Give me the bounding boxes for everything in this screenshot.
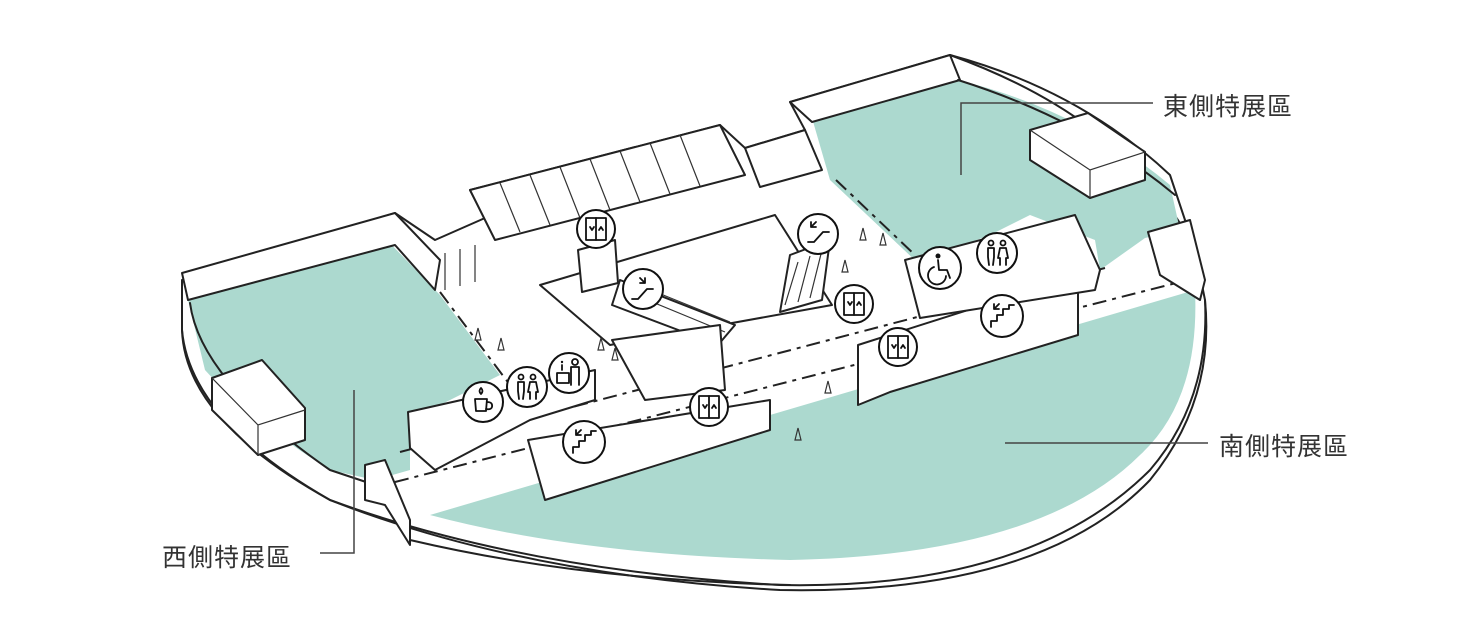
south-zone-label: 南側特展區 bbox=[1219, 432, 1350, 461]
escalator-down-icon[interactable] bbox=[797, 213, 839, 255]
east-service-box bbox=[1029, 112, 1146, 199]
west-zone-leader-line bbox=[320, 390, 355, 554]
west-service-box bbox=[211, 359, 306, 456]
elevator-icon[interactable] bbox=[689, 387, 729, 427]
east-zone-label: 東側特展區 bbox=[1163, 92, 1294, 121]
east-zone-leader-line bbox=[960, 102, 1153, 175]
south-west-room bbox=[407, 369, 596, 471]
east-pillar-block bbox=[1147, 219, 1206, 301]
west-pillar-block bbox=[364, 459, 411, 546]
west-zone-label: 西側特展區 bbox=[162, 543, 293, 572]
restroom-icon[interactable] bbox=[506, 366, 548, 408]
north-wall bbox=[469, 124, 746, 241]
escalator-up-icon[interactable] bbox=[622, 268, 664, 310]
atrium-opening bbox=[539, 214, 833, 346]
corridor-boundary bbox=[835, 179, 916, 256]
atrium-lower-wall bbox=[611, 324, 726, 401]
elevator-icon[interactable] bbox=[576, 209, 616, 249]
corridor-boundary bbox=[439, 291, 511, 386]
east-exhibition-zone bbox=[812, 80, 1180, 270]
stairs-icon[interactable] bbox=[562, 420, 606, 464]
information-desk-icon[interactable] bbox=[548, 352, 590, 394]
north-east-wall bbox=[744, 129, 823, 188]
restroom-icon[interactable] bbox=[976, 232, 1018, 274]
elevator-icon[interactable] bbox=[878, 327, 918, 367]
visitor-figures bbox=[474, 227, 887, 441]
cafe-icon[interactable] bbox=[462, 381, 504, 423]
stairs-icon[interactable] bbox=[980, 294, 1024, 338]
wheelchair-accessible-icon[interactable] bbox=[918, 246, 962, 290]
elevator-icon[interactable] bbox=[834, 284, 874, 324]
west-upper-wall bbox=[181, 212, 441, 301]
